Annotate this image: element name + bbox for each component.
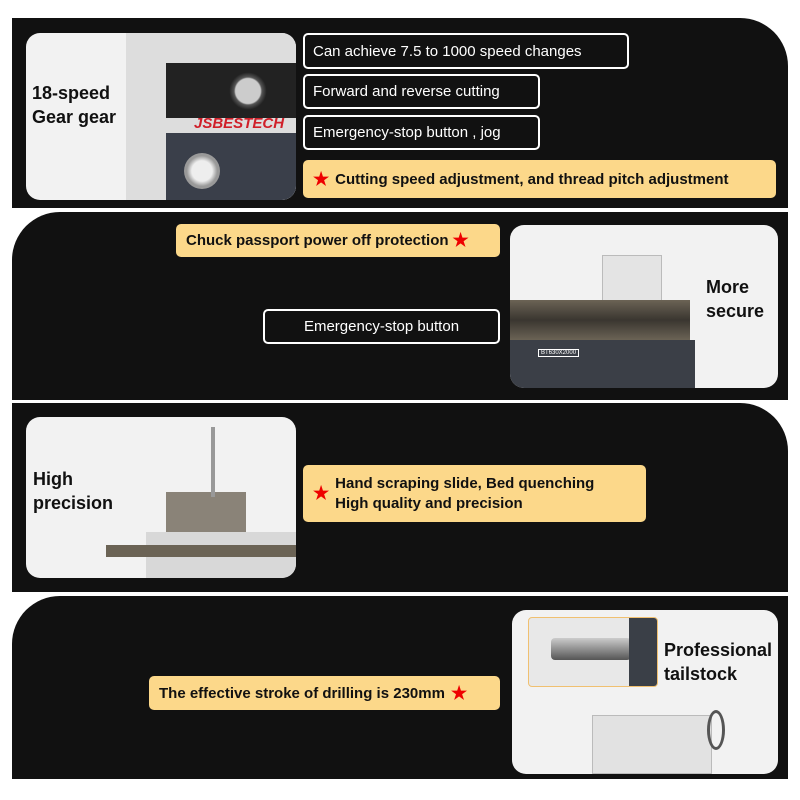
- highlight-text: Cutting speed adjustment, and thread pit…: [335, 170, 729, 188]
- slide-image-card: High precision: [26, 417, 296, 578]
- brand-logo: JSBESTECH: [194, 115, 285, 132]
- highlight-chuck-protection: Chuck passport power off protection ★: [176, 224, 500, 257]
- section3-label: High precision: [33, 467, 113, 515]
- highlight-text: The effective stroke of drilling is 230m…: [159, 684, 445, 702]
- label-line: More: [706, 277, 750, 297]
- callout-speed-changes: Can achieve 7.5 to 1000 speed changes: [303, 33, 629, 69]
- lathe-tailstock: [602, 255, 662, 305]
- highlight-line: Hand scraping slide, Bed quenching: [335, 474, 595, 492]
- highlight-precision: ★ Hand scraping slide, Bed quenching Hig…: [303, 465, 646, 522]
- callout-forward-reverse: Forward and reverse cutting: [303, 74, 540, 109]
- label-line: tailstock: [664, 664, 738, 684]
- star-icon: ★: [452, 230, 469, 250]
- label-line: precision: [33, 493, 114, 513]
- label-line: High: [33, 469, 73, 489]
- label-line: Gear gear: [32, 107, 117, 127]
- highlight-cutting-speed: ★ Cutting speed adjustment, and thread p…: [303, 160, 776, 198]
- star-icon: ★: [313, 483, 330, 503]
- tailstock-detail-inset: [528, 617, 658, 687]
- callout-emergency-jog: Emergency-stop button , jog: [303, 115, 540, 150]
- label-line: Professional: [664, 640, 773, 660]
- section4-label: Professional tailstock: [664, 638, 772, 686]
- section1-label: 18-speed Gear gear: [32, 81, 116, 129]
- star-icon: ★: [450, 682, 468, 703]
- tailstock-housing: [629, 618, 657, 686]
- tailstock-body: [592, 715, 712, 774]
- highlight-drilling-stroke: The effective stroke of drilling is 230m…: [149, 676, 500, 710]
- model-plate: BT630X2000: [538, 349, 580, 357]
- callout-emergency-stop: Emergency-stop button: [263, 309, 500, 344]
- tailstock-quill: [551, 638, 631, 660]
- section2-label: More secure: [706, 275, 764, 323]
- lathe-bed: [510, 300, 690, 340]
- slide-bed: [106, 545, 296, 557]
- highlight-text: Chuck passport power off protection: [186, 232, 449, 249]
- label-line: secure: [706, 301, 765, 321]
- slide-lever: [211, 427, 215, 497]
- highlight-line: High quality and precision: [335, 494, 523, 512]
- tailstock-image-card: Professional tailstock: [512, 610, 778, 774]
- slide-toolpost: [166, 492, 246, 532]
- label-line: 18-speed: [32, 83, 111, 103]
- tailstock-handwheel: [707, 710, 725, 750]
- highlight-text: Hand scraping slide, Bed quenching High …: [335, 474, 594, 514]
- lathe-base: [510, 340, 695, 388]
- gearbox-image-card: JSBESTECH 18-speed Gear gear: [26, 33, 296, 200]
- gearbox-lower-dial: [184, 153, 220, 189]
- gearbox-dial: [226, 69, 270, 113]
- star-icon: ★: [313, 168, 330, 189]
- lathe-image-card: BT630X2000 More secure: [510, 225, 778, 388]
